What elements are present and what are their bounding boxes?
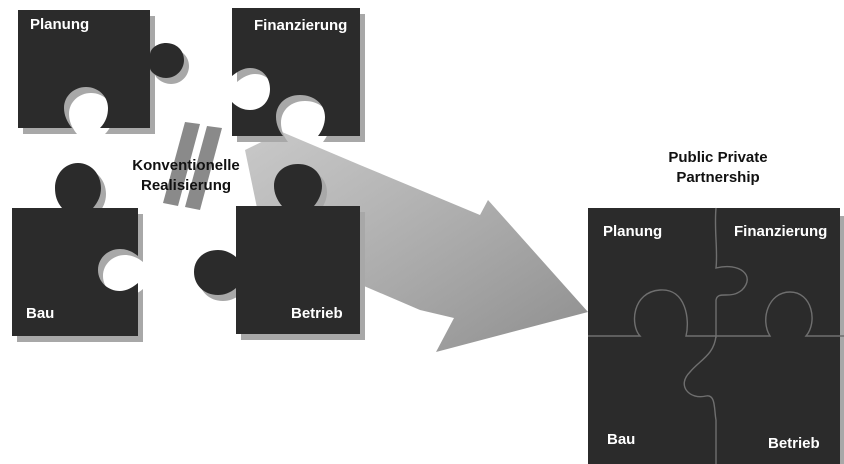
piece-finanzierung: Finanzierung [232, 8, 365, 142]
ppp-label-finanzierung: Finanzierung [734, 223, 827, 240]
conventional-title-line1: Konventionelle [132, 157, 240, 174]
piece-label-betrieb: Betrieb [291, 305, 343, 322]
piece-label-bau: Bau [26, 305, 54, 322]
ppp-label-betrieb: Betrieb [768, 435, 820, 452]
piece-betrieb: Betrieb [194, 164, 365, 340]
ppp-label-planung: Planung [603, 223, 662, 240]
piece-bau: Bau [12, 163, 143, 342]
piece-planung: Planung [18, 10, 189, 134]
transition-arrow [245, 132, 588, 352]
conventional-title-line2: Realisierung [141, 177, 231, 194]
ppp-label-bau: Bau [607, 431, 635, 448]
piece-label-finanzierung: Finanzierung [254, 17, 347, 34]
conventional-title: Konventionelle Realisierung [132, 157, 240, 194]
assembled-puzzle: Planung Finanzierung Bau Betrieb [588, 207, 844, 464]
ppp-title-line2: Partnership [676, 169, 759, 186]
break-marks [163, 122, 222, 210]
ppp-title: Public Private Partnership [668, 149, 767, 186]
piece-label-planung: Planung [30, 16, 89, 33]
ppp-title-line1: Public Private [668, 149, 767, 166]
